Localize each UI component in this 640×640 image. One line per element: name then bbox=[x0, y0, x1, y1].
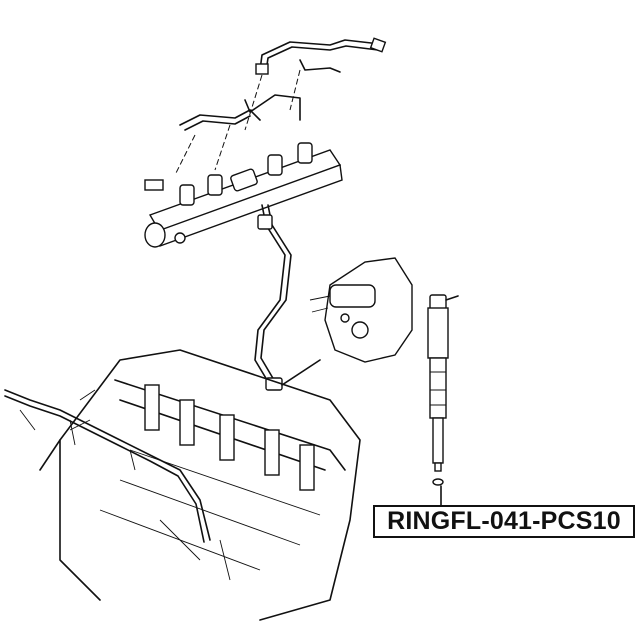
fuel-pump bbox=[309, 257, 413, 363]
sealing-ring bbox=[432, 478, 444, 506]
wiring-harness bbox=[4, 389, 211, 543]
part-number-label: RINGFL-041-PCS10 bbox=[373, 505, 635, 538]
engine-block bbox=[39, 349, 361, 621]
fuel-injector bbox=[427, 294, 459, 472]
fuel-rail bbox=[144, 142, 343, 248]
injector-lines bbox=[174, 37, 387, 176]
high-pressure-pipe bbox=[254, 204, 321, 391]
